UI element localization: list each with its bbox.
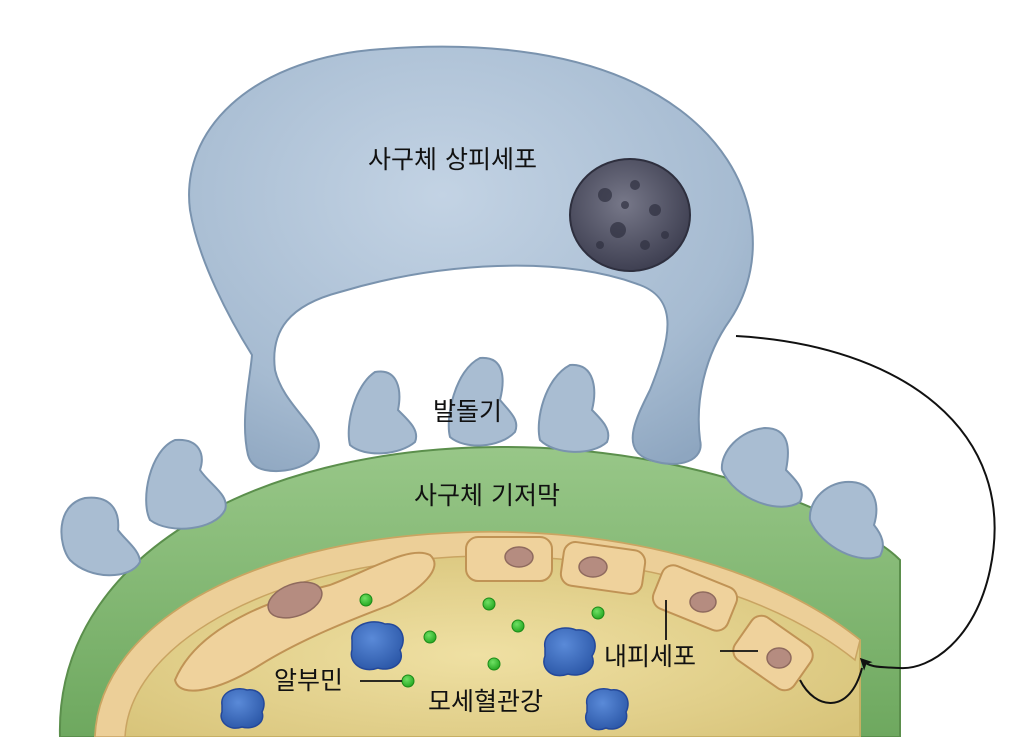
albumin-dot — [359, 593, 373, 607]
endothelial-nucleus — [578, 556, 608, 578]
label-basement-membrane: 사구체 기저막 — [414, 481, 560, 510]
endothelial-cells — [173, 536, 814, 692]
label-capillary-lumen: 모세혈관강 — [428, 687, 544, 716]
leader-lines — [360, 600, 758, 682]
endothelial-nucleus — [766, 647, 792, 669]
podocyte-nucleus — [569, 158, 691, 272]
foot-process — [60, 496, 142, 577]
label-endothelial-cell: 내피세포 — [604, 642, 697, 671]
endothelial-nucleus — [267, 581, 323, 619]
foot-processes — [60, 356, 884, 577]
protein-blob — [543, 627, 596, 677]
albumin-dot — [401, 674, 415, 688]
podocyte-cell-body — [188, 45, 754, 472]
protein-blob — [220, 688, 265, 729]
albumin-dot — [423, 630, 437, 644]
foot-process — [808, 480, 884, 560]
label-foot-process: 발돌기 — [433, 397, 503, 426]
albumin-dot — [482, 597, 496, 611]
albumin-dot — [591, 606, 605, 620]
foot-process — [347, 370, 418, 455]
endothelial-nucleus — [689, 591, 717, 613]
albumin-dot — [487, 657, 501, 671]
label-albumin: 알부민 — [274, 666, 344, 695]
protein-blob — [350, 621, 404, 671]
protein-blob — [585, 688, 629, 731]
filtration-arrow — [735, 335, 996, 671]
foot-process — [537, 363, 610, 453]
nucleus-chromatin — [596, 180, 669, 250]
endothelial-nucleus — [504, 546, 534, 568]
albumin-molecules — [359, 593, 605, 688]
albumin-dot — [511, 619, 525, 633]
foot-process — [447, 356, 518, 447]
filtration-arrow-tail — [799, 667, 863, 704]
plasma-proteins — [220, 621, 629, 731]
label-podocyte: 사구체 상피세포 — [368, 145, 537, 174]
foot-process — [720, 426, 803, 508]
foot-process — [145, 438, 227, 530]
